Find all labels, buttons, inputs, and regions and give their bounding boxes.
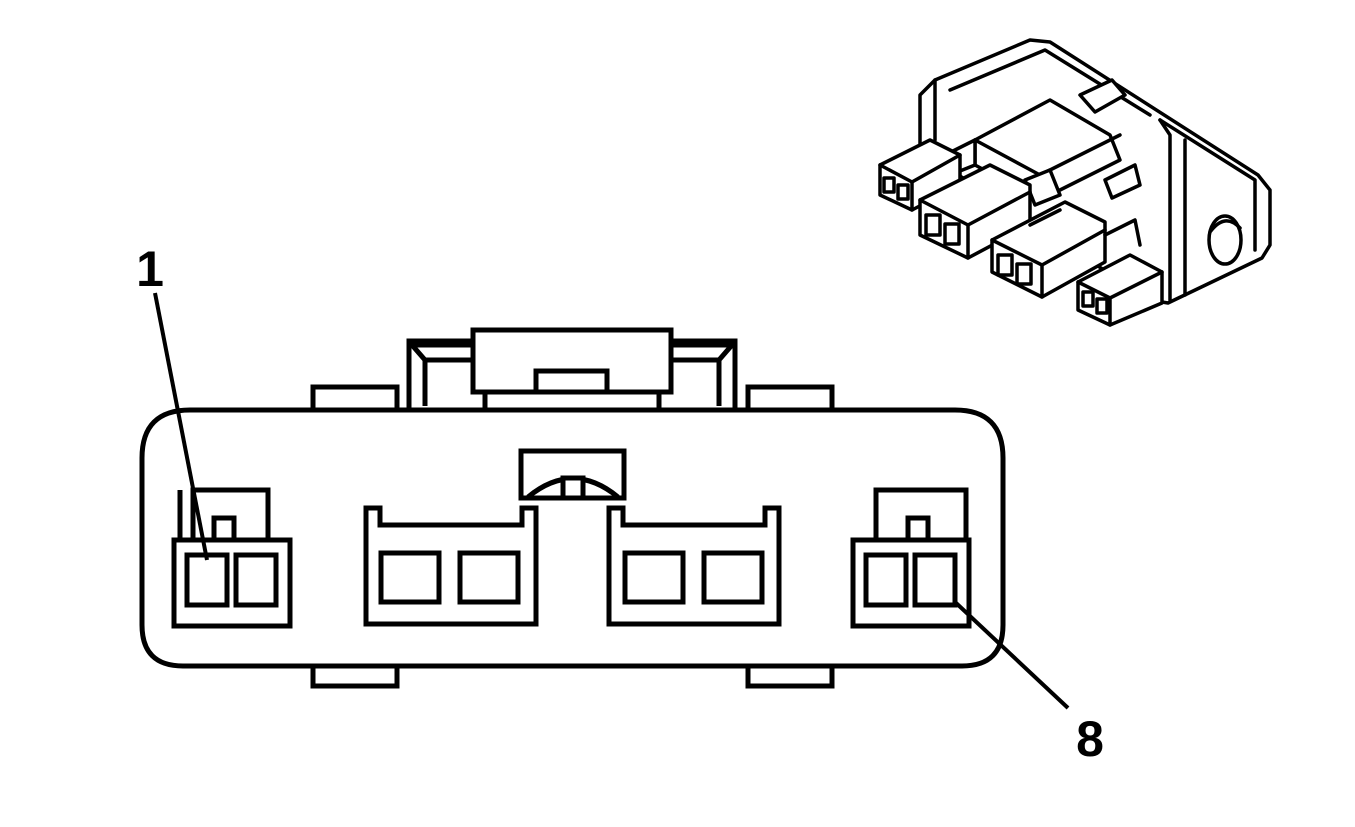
- cavity-right: [850, 487, 972, 629]
- pin-5-cavity: [622, 550, 686, 605]
- cavity-center-left: [363, 505, 539, 627]
- pin-2-cavity: [233, 552, 279, 608]
- connector-face-view: [139, 292, 1070, 710]
- pin-1-leader: [153, 292, 209, 561]
- pin-1-label: 1: [136, 241, 164, 297]
- connector-body: [139, 407, 1006, 669]
- iso-plug-3: [990, 200, 1107, 299]
- pin-8-leader: [953, 600, 1070, 710]
- connector-isometric-view: [878, 38, 1272, 327]
- pin-6-cavity: [701, 550, 765, 605]
- cavity-left: [171, 487, 293, 629]
- pin-4-cavity: [457, 550, 521, 605]
- pin-3-cavity: [378, 550, 442, 605]
- pin-1-cavity: [184, 552, 230, 608]
- pin-7-cavity: [863, 552, 909, 608]
- center-lock: [518, 448, 627, 501]
- pin-8-cavity: [912, 552, 958, 608]
- cavity-center-right: [606, 505, 782, 627]
- pin-8-label: 8: [1076, 711, 1104, 767]
- iso-plug-4: [1076, 253, 1164, 327]
